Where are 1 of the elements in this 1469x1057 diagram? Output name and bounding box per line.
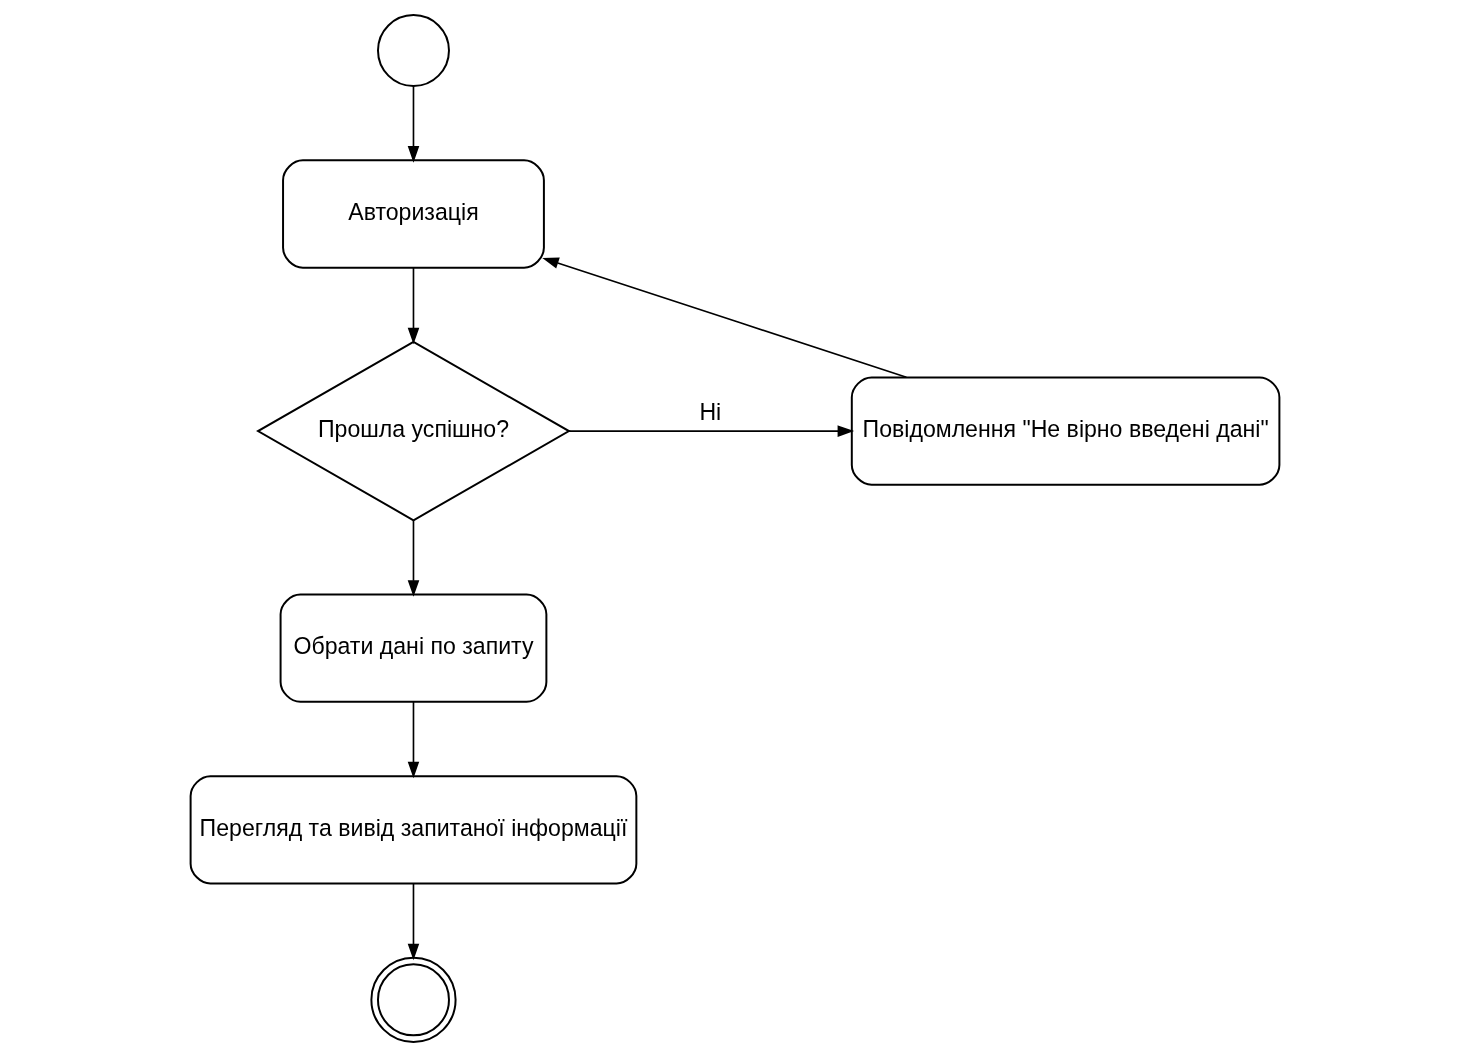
edge-label: Ні [698,398,721,425]
